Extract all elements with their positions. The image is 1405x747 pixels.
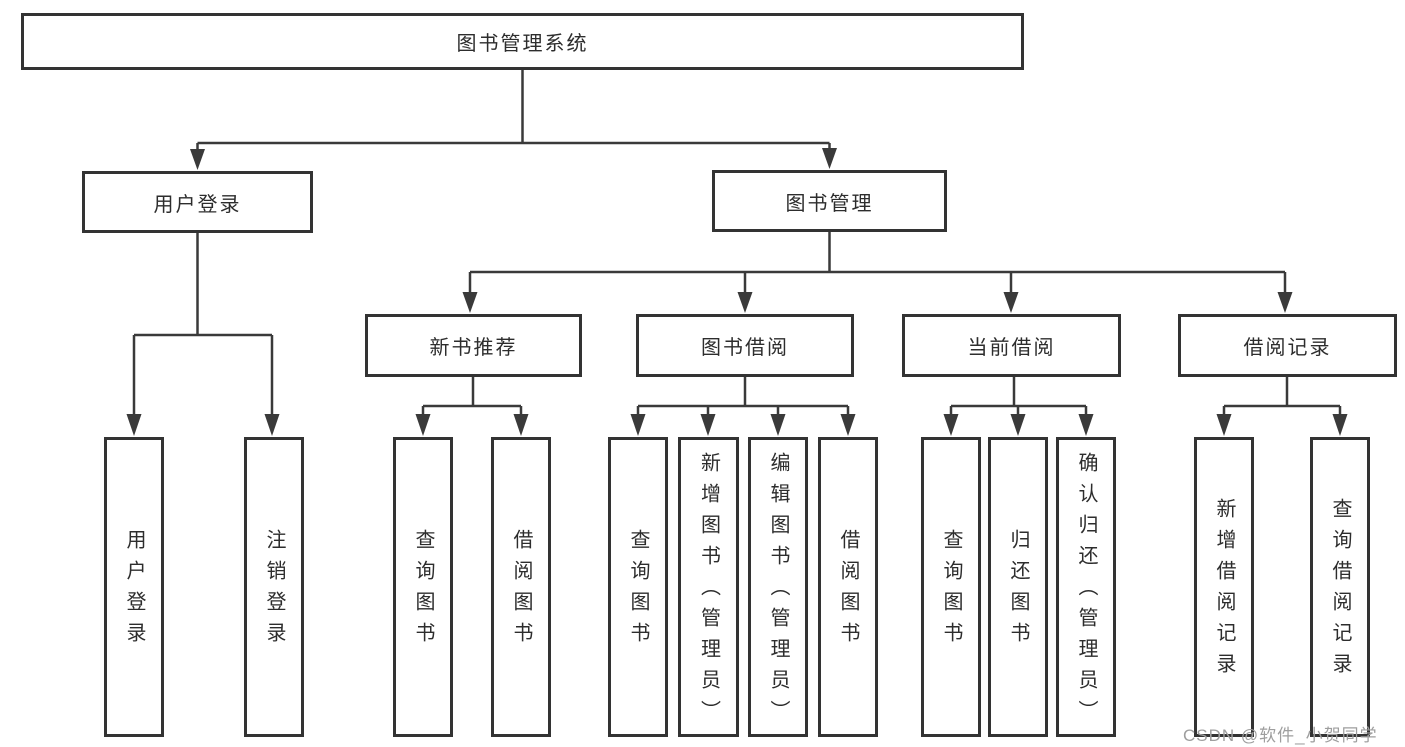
leaf-confirm-return-admin: 确认归还（管理员）	[1056, 437, 1116, 737]
leaf-add-borrow-record: 新增借阅记录	[1194, 437, 1254, 737]
leaf-borrow-books: 借阅图书	[818, 437, 878, 737]
leaf-user-login: 用户登录	[104, 437, 164, 737]
csdn-watermark: CSDN @软件_小贺同学	[1183, 726, 1378, 745]
leaf-borrow-books: 借阅图书	[491, 437, 551, 737]
system-root-node: 图书管理系统	[21, 13, 1024, 70]
borrowing-records-node: 借阅记录	[1178, 314, 1397, 377]
user-login-node: 用户登录	[82, 171, 313, 233]
book-borrowing-node: 图书借阅	[636, 314, 854, 377]
current-borrowing-node: 当前借阅	[902, 314, 1121, 377]
leaf-query-books: 查询图书	[921, 437, 981, 737]
leaf-add-book-admin: 新增图书（管理员）	[678, 437, 739, 737]
new-book-recommendation-node: 新书推荐	[365, 314, 582, 377]
leaf-query-borrow-record: 查询借阅记录	[1310, 437, 1370, 737]
leaf-return-book: 归还图书	[988, 437, 1048, 737]
leaf-edit-book-admin: 编辑图书（管理员）	[748, 437, 808, 737]
arrowheads	[126, 148, 1348, 436]
book-management-node: 图书管理	[712, 170, 947, 232]
leaf-logout: 注销登录	[244, 437, 304, 737]
leaf-query-books: 查询图书	[608, 437, 668, 737]
leaf-query-books: 查询图书	[393, 437, 453, 737]
